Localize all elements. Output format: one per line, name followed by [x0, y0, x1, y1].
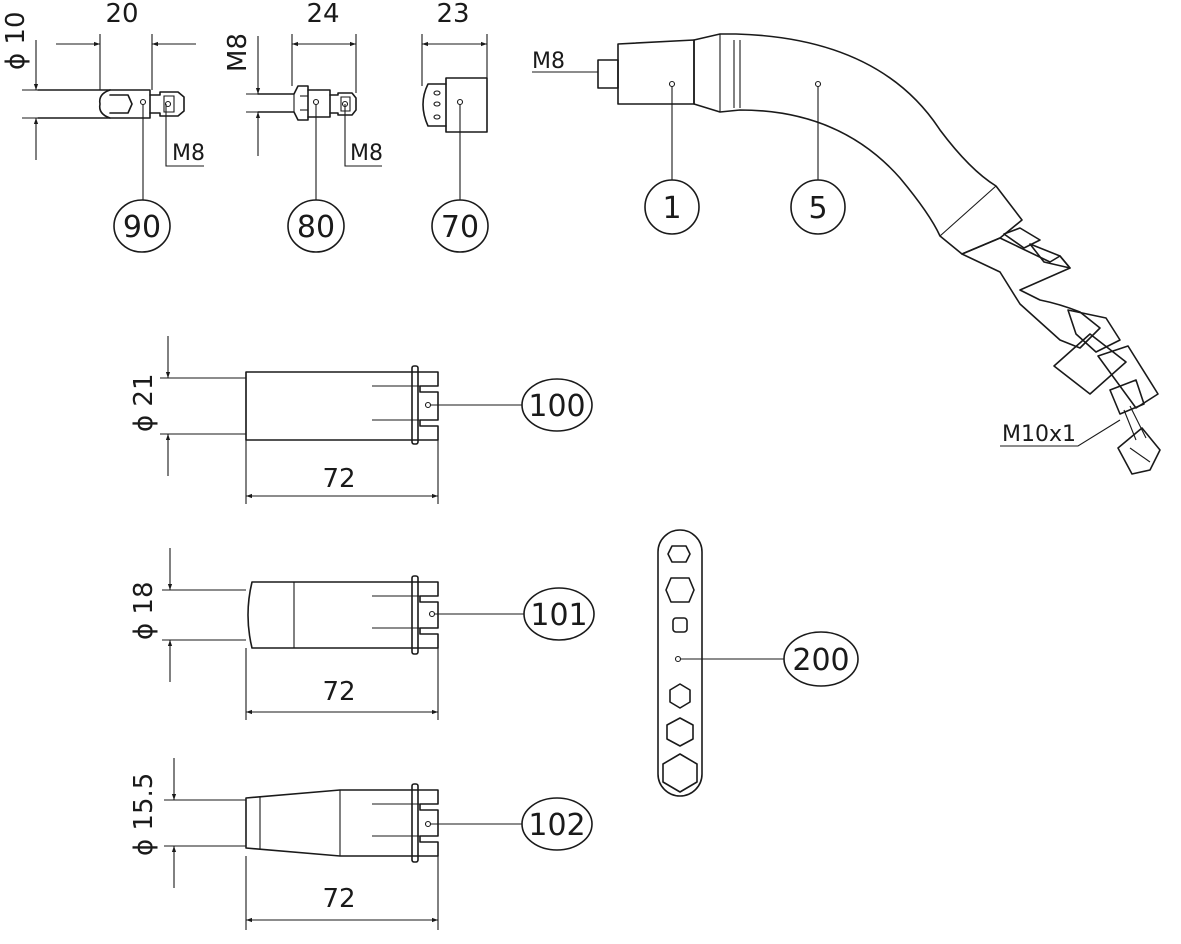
part-90-diameter-label: ϕ 10 [1, 12, 31, 71]
part-70-nose [422, 83, 447, 127]
part-5-thread-label: M10x1 [1002, 422, 1076, 447]
part-80: 24 M8 M8 80 [223, 0, 383, 253]
torch-neck-m8-stub [597, 59, 619, 89]
part-90-tip-recess [109, 94, 133, 114]
part-80-bubble [287, 199, 345, 253]
part-101-body [247, 581, 439, 649]
part-200-hex-1 [667, 545, 691, 563]
part-200-hex-4 [666, 717, 694, 747]
torch-neck-m8-label: M8 [532, 49, 565, 74]
part-5-number: 5 [808, 191, 827, 226]
part-100-diameter-label: ϕ 21 [129, 374, 159, 433]
part-90-thread-stub [149, 91, 185, 117]
part-100-bubble [521, 378, 593, 432]
part-5-end-nut [1117, 427, 1161, 475]
part-90-length-label: 20 [105, 0, 138, 29]
part-102-diameter-label: ϕ 15.5 [129, 773, 159, 856]
part-200-hex-3 [669, 683, 691, 709]
part-101-length-label: 72 [322, 677, 355, 707]
part-80-nut [257, 85, 309, 121]
part-100-body [245, 371, 439, 441]
part-80-length-label: 24 [306, 0, 339, 29]
part-200-square [672, 617, 688, 633]
part-80-thread-stub [329, 92, 357, 116]
part-200: 200 [657, 529, 859, 797]
part-90-slot [98, 89, 111, 119]
part-90: 20 ϕ 10 M8 90 [1, 0, 205, 253]
part-5-fitting-block [1053, 333, 1127, 395]
part-200-body [657, 529, 703, 797]
part-102-number: 102 [528, 808, 585, 843]
part-100-number: 100 [528, 389, 585, 424]
part-100-length-label: 72 [322, 464, 355, 494]
part-100: 100 ϕ 21 72 [129, 336, 593, 504]
part-80-thread-left-label: M8 [223, 33, 253, 72]
part-80-thread-right-label: M8 [350, 141, 383, 166]
part-102-length-label: 72 [322, 884, 355, 914]
part-1-number: 1 [662, 191, 681, 226]
part-101-number: 101 [530, 598, 587, 633]
part-70-body [445, 77, 488, 133]
part-90-bubble [113, 199, 171, 253]
part-90-thread-label: M8 [172, 141, 205, 166]
part-70-bubble [431, 199, 489, 253]
torch-neck: M8 M10x1 1 5 [532, 33, 1161, 475]
part-200-number: 200 [792, 643, 849, 678]
part-1-body [617, 39, 695, 105]
part-200-bubble [783, 631, 859, 687]
part-200-hex-2 [665, 577, 695, 603]
part-80-number: 80 [297, 210, 335, 245]
part-5-neck [693, 33, 1023, 255]
part-70-length-label: 23 [436, 0, 469, 29]
part-101-diameter-label: ϕ 18 [129, 582, 159, 641]
part-1-bubble [644, 179, 700, 235]
part-5-fitting-upper [961, 237, 1101, 349]
part-102: 102 ϕ 15.5 72 [129, 758, 593, 930]
part-90-number: 90 [123, 210, 161, 245]
part-102-body [245, 789, 439, 857]
part-200-hex-5 [662, 753, 698, 793]
part-90-body [37, 89, 151, 119]
part-102-bubble [521, 797, 593, 851]
part-70: 23 70 [421, 0, 489, 253]
part-101-bubble [523, 587, 595, 641]
part-5-bubble [790, 179, 846, 235]
part-80-body [307, 89, 331, 118]
part-70-number: 70 [441, 210, 479, 245]
part-101: 101 ϕ 18 72 [129, 548, 595, 720]
